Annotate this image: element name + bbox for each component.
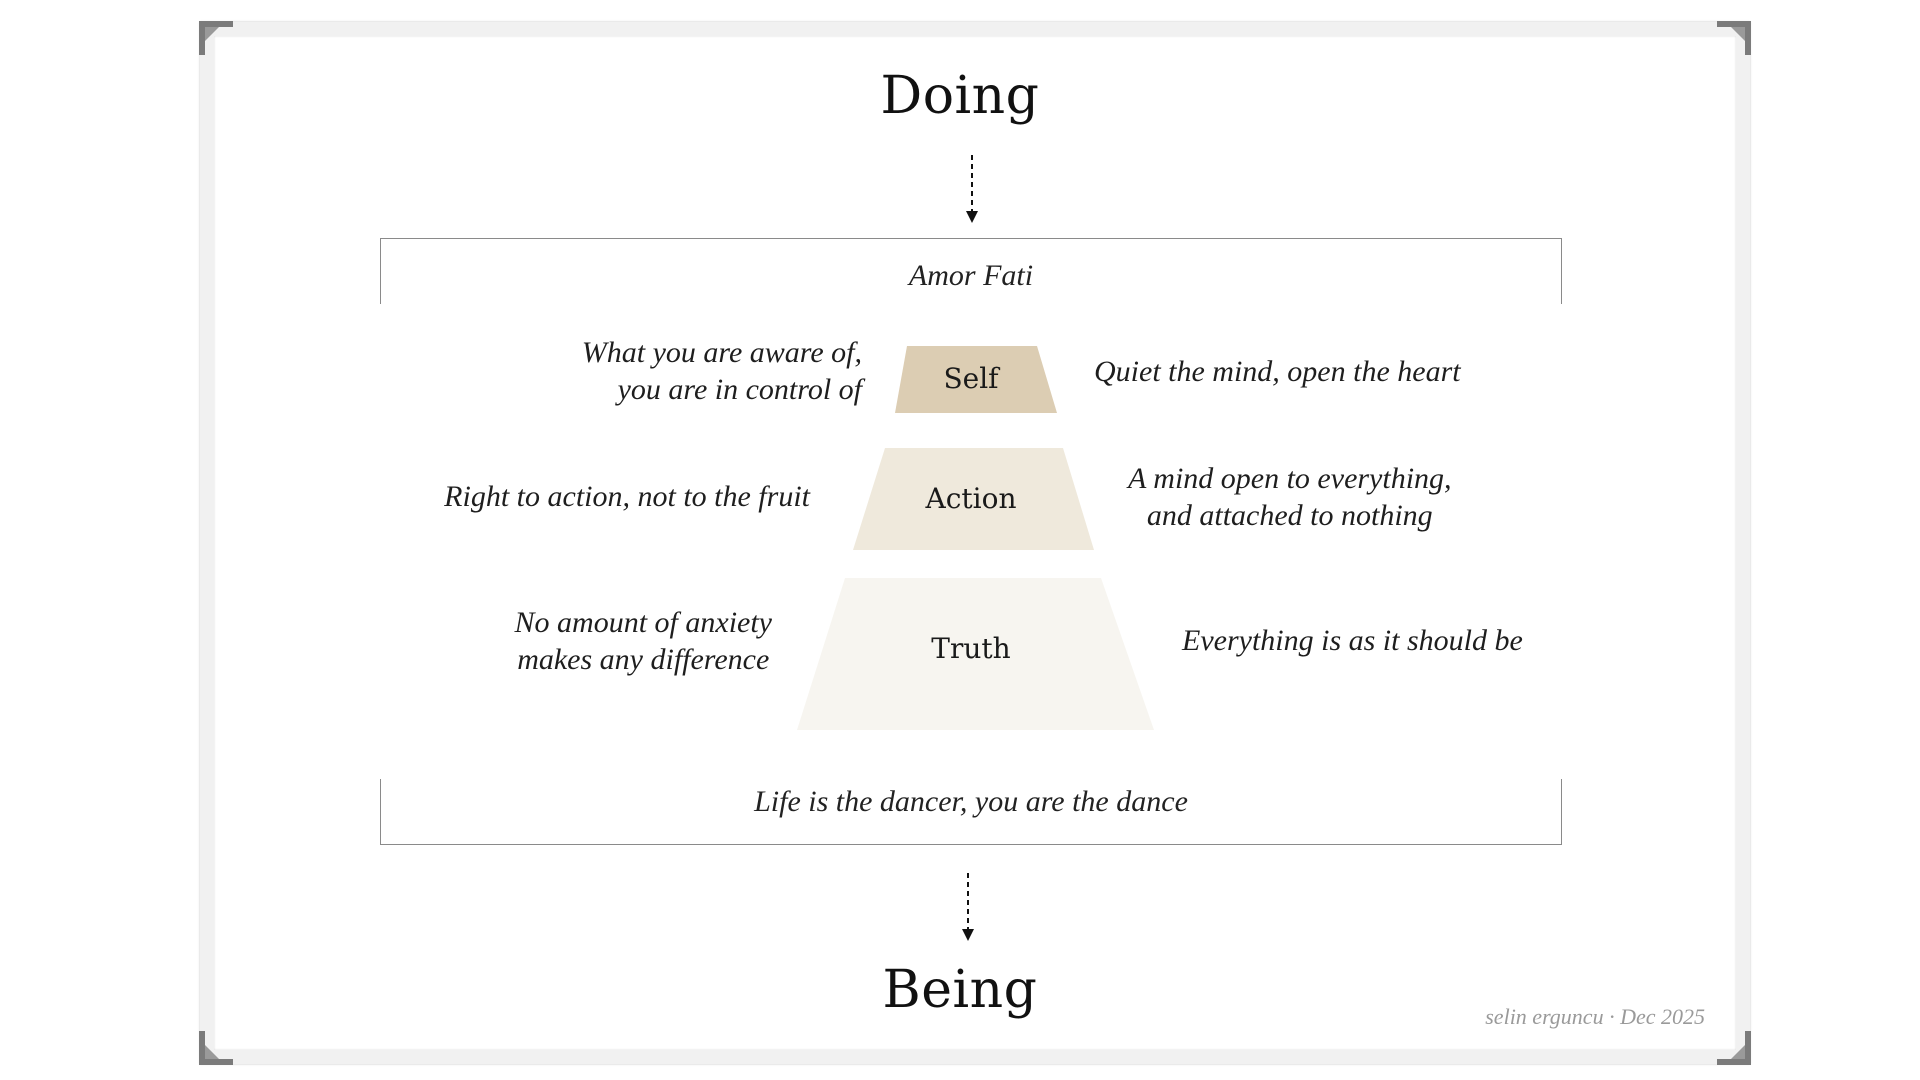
note-line: you are in control of — [617, 373, 862, 406]
action-right-note: A mind open to everything, and attached … — [1128, 460, 1452, 534]
note-line: Quiet the mind, open the heart — [1094, 355, 1461, 388]
dance-caption: Life is the dancer, you are the dance — [754, 785, 1188, 818]
truth-right-note: Everything is as it should be — [1182, 622, 1523, 659]
amor-fati-caption: Amor Fati — [908, 259, 1034, 292]
action-left-note: Right to action, not to the fruit — [444, 478, 810, 515]
truth-left-note: No amount of anxiety makes any differenc… — [515, 604, 772, 678]
note-line: makes any difference — [517, 643, 770, 676]
note-line: Right to action, not to the fruit — [444, 480, 810, 513]
self-left-note: What you are aware of, you are in contro… — [582, 334, 862, 408]
note-line: Everything is as it should be — [1182, 624, 1523, 657]
corner-bracket-icon — [1717, 21, 1751, 55]
note-line: and attached to nothing — [1146, 499, 1433, 532]
arrow-down-icon — [962, 155, 982, 225]
corner-bracket-icon — [1717, 1031, 1751, 1065]
note-line: A mind open to everything, — [1128, 462, 1452, 495]
corner-bracket-icon — [199, 1031, 233, 1065]
doing-title: Doing — [880, 66, 1040, 126]
signature: selin erguncu · Dec 2025 — [1485, 1004, 1705, 1029]
amor-fati-frame: Amor Fati — [380, 238, 1562, 304]
corner-bracket-icon — [199, 21, 233, 55]
being-title: Being — [882, 960, 1038, 1020]
note-line: No amount of anxiety — [514, 606, 772, 639]
arrow-down-icon — [958, 873, 978, 943]
note-line: What you are aware of, — [581, 336, 862, 369]
self-right-note: Quiet the mind, open the heart — [1094, 353, 1461, 390]
dance-frame: Life is the dancer, you are the dance — [380, 779, 1562, 845]
